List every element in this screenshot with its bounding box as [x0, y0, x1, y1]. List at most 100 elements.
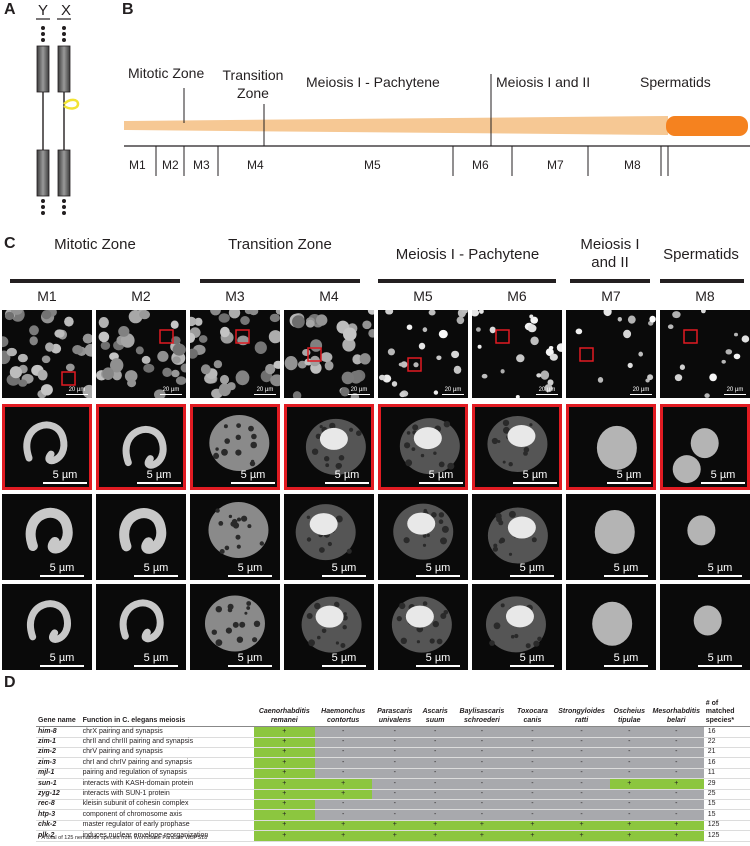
presence-cell: -: [452, 789, 512, 800]
presence-cell: -: [553, 768, 610, 780]
panel-label-b: B: [122, 1, 134, 18]
presence-cell: +: [254, 757, 315, 769]
nucleus-image-row1-col4: 5 µm: [284, 404, 374, 490]
presence-cell: -: [609, 747, 649, 759]
chromosome-y-bottom-arm: [36, 149, 50, 197]
presence-cell: -: [648, 726, 704, 738]
presence-cell: -: [314, 726, 372, 738]
chromosome-x-bottom-arm: [57, 149, 71, 197]
column-label-m3: M3: [225, 288, 245, 304]
presence-cell: -: [511, 726, 554, 738]
nucleus-image-row3-col2: 5 µm: [96, 584, 186, 670]
nucleus-image-row2-col7: 5 µm: [566, 494, 656, 580]
presence-cell: +: [254, 830, 315, 842]
table-footnote: * A total of 125 nematode species from W…: [38, 835, 208, 841]
nucleus-image-row1-col6: 5 µm: [472, 404, 562, 490]
nucleus-image-row2-col4: 5 µm: [284, 494, 374, 580]
overview-image-6: 20 µm: [472, 310, 562, 398]
presence-cell: -: [417, 726, 453, 738]
scale-bar-20um: 20 µm: [442, 387, 464, 395]
presence-cell: -: [609, 737, 649, 749]
scale-bar-5um: 5 µm: [698, 652, 742, 667]
nucleus-image-row2-col3: 5 µm: [190, 494, 280, 580]
presence-cell: -: [553, 726, 610, 738]
nucleus-image-row1-col8: 5 µm: [660, 404, 750, 490]
presence-cell: -: [648, 789, 704, 800]
function-cell: chrX pairing and synapsis: [80, 726, 255, 738]
grid-stage-transition: Transition Zone: [228, 236, 332, 253]
gene-name-cell: him-8: [36, 726, 81, 738]
stage-label-spermatids: Spermatids: [640, 74, 711, 90]
presence-cell: -: [511, 799, 554, 811]
overview-image-5: 20 µm: [378, 310, 468, 398]
presence-cell: -: [314, 737, 372, 749]
function-cell: master regulator of early prophase: [80, 820, 255, 832]
nucleus-image-row3-col5: 5 µm: [378, 584, 468, 670]
presence-cell: -: [553, 799, 610, 811]
region-label-m5: M5: [364, 158, 381, 172]
scale-bar-5um: 5 µm: [322, 562, 366, 577]
chromosome-x-top-arm: [57, 45, 71, 93]
presence-cell: -: [511, 737, 554, 749]
header-species: Oscheius tipulae: [609, 699, 649, 728]
presence-cell: -: [511, 789, 554, 800]
overview-image-4: 20 µm: [284, 310, 374, 398]
presence-cell: -: [648, 799, 704, 811]
panel-label-c: C: [4, 235, 16, 252]
overview-image-7: 20 µm: [566, 310, 656, 398]
presence-cell: -: [648, 737, 704, 749]
scale-bar-5um: 5 µm: [416, 562, 460, 577]
presence-cell: -: [371, 726, 418, 738]
nucleus-image-row1-col5: 5 µm: [378, 404, 468, 490]
presence-cell: +: [609, 830, 649, 842]
presence-cell: -: [371, 789, 418, 800]
presence-cell: -: [648, 768, 704, 780]
presence-cell: +: [254, 768, 315, 780]
scale-bar-5um: 5 µm: [510, 562, 554, 577]
region-label-m4: M4: [247, 158, 264, 172]
scale-bar-5um: 5 µm: [228, 652, 272, 667]
column-label-m8: M8: [695, 288, 715, 304]
stage-bar-spermatids: [660, 279, 744, 283]
gene-name-cell: rec-8: [36, 799, 81, 811]
header-count: # of matched species*: [703, 699, 750, 728]
scale-bar-5um: 5 µm: [40, 562, 84, 577]
presence-cell: +: [648, 820, 704, 832]
presence-cell: +: [254, 737, 315, 749]
stage-bar-meiosis: [570, 279, 650, 283]
presence-cell: +: [417, 830, 453, 842]
grid-stage-meiosis: Meiosis I and II: [580, 236, 640, 271]
presence-cell: +: [553, 820, 610, 832]
presence-cell: -: [553, 757, 610, 769]
presence-cell: -: [452, 747, 512, 759]
presence-cell: -: [511, 778, 554, 790]
function-cell: induces nuclear envelope reorganization: [80, 830, 255, 842]
gene-name-cell: mjl-1: [36, 768, 81, 780]
presence-cell: -: [452, 799, 512, 811]
stage-bar-transition: [200, 279, 360, 283]
species-count-cell: 16: [703, 726, 750, 738]
header-species: Ascaris suum: [417, 699, 453, 728]
header-species: Parascaris univalens: [371, 699, 418, 728]
presence-cell: +: [648, 830, 704, 842]
presence-cell: +: [371, 830, 418, 842]
scale-bar-5um: 5 µm: [604, 652, 648, 667]
presence-cell: -: [452, 757, 512, 769]
nucleus-image-row1-col2: 5 µm: [96, 404, 186, 490]
presence-cell: -: [609, 757, 649, 769]
scale-bar-5um: 5 µm: [40, 652, 84, 667]
species-count-cell: 29: [703, 778, 750, 790]
scale-bar-20um: 20 µm: [160, 387, 182, 395]
grid-stage-spermatids: Spermatids: [663, 246, 739, 263]
scale-bar-20um: 20 µm: [724, 387, 746, 395]
presence-cell: -: [314, 747, 372, 759]
presence-cell: -: [553, 789, 610, 800]
presence-cell: +: [314, 830, 372, 842]
scale-bar-5um: 5 µm: [322, 652, 366, 667]
scale-bar-20um: 20 µm: [66, 387, 88, 395]
presence-cell: -: [371, 757, 418, 769]
